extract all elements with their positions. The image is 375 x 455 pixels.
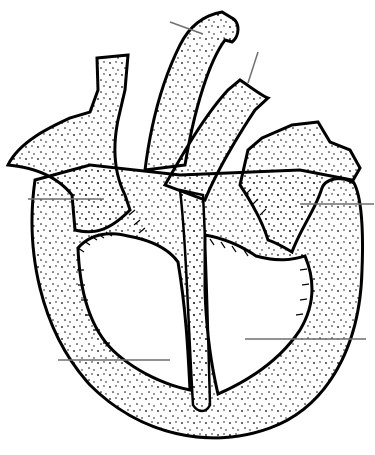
leader-line-top-right xyxy=(248,52,258,83)
